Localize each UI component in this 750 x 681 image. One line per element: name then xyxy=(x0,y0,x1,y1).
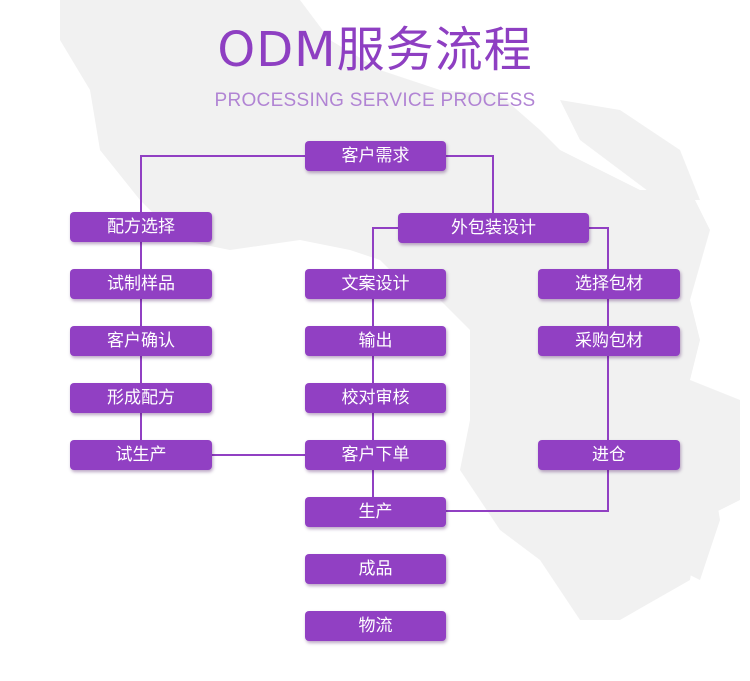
node-production: 生产 xyxy=(305,497,446,527)
node-trial-production: 试生产 xyxy=(70,440,212,470)
page-subtitle: PROCESSING SERVICE PROCESS xyxy=(214,90,536,111)
node-customer-order: 客户下单 xyxy=(305,440,446,470)
node-proofread-review: 校对审核 xyxy=(305,383,446,413)
connector-packaging-to-copy xyxy=(372,227,398,270)
node-formula-selection: 配方选择 xyxy=(70,212,212,242)
node-packaging-design: 外包装设计 xyxy=(398,213,589,243)
node-copy-design: 文案设计 xyxy=(305,269,446,299)
page-title: ODM服务流程 xyxy=(217,22,533,78)
node-form-formula: 形成配方 xyxy=(70,383,212,413)
node-customer-demand: 客户需求 xyxy=(305,141,446,171)
map-silhouette-arabia xyxy=(560,100,700,200)
node-finished-product: 成品 xyxy=(305,554,446,584)
connector-warehouse-to-production xyxy=(444,469,609,512)
node-purchase-material: 采购包材 xyxy=(538,326,680,356)
node-logistics: 物流 xyxy=(305,611,446,641)
node-select-material: 选择包材 xyxy=(538,269,680,299)
node-output: 输出 xyxy=(305,326,446,356)
node-trial-sample: 试制样品 xyxy=(70,269,212,299)
connector-packaging-to-select xyxy=(589,227,609,270)
node-customer-confirm: 客户确认 xyxy=(70,326,212,356)
connector-demand-to-packaging xyxy=(446,155,494,213)
connector-demand-to-formula xyxy=(140,155,305,212)
map-silhouette-madagascar xyxy=(680,460,720,580)
node-warehousing: 进仓 xyxy=(538,440,680,470)
